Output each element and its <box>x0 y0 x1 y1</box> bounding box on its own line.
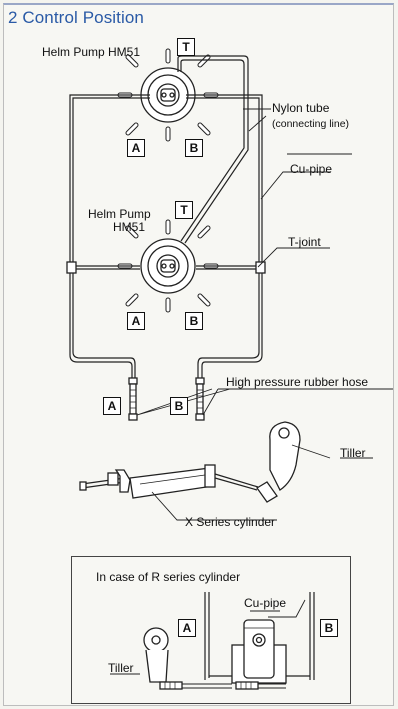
label-helm-pump-mid-2: HM51 <box>113 220 146 234</box>
port-a-mid: A <box>127 312 145 330</box>
port-a-hose: A <box>103 397 121 415</box>
hose-b <box>195 377 205 421</box>
port-a-inset: A <box>178 619 196 637</box>
port-b-inset: B <box>320 619 338 637</box>
label-inset-title: In case of R series cylinder <box>96 570 241 584</box>
label-inset-cu-pipe: Cu-pipe <box>244 596 287 610</box>
t-joint-left <box>66 261 77 274</box>
r-series-cylinder-icon <box>110 592 315 690</box>
label-connecting-line: (connecting line) <box>272 118 350 130</box>
label-tiller: Tiller <box>340 446 366 460</box>
port-b-mid: B <box>185 312 203 330</box>
label-inset-tiller: Tiller <box>108 661 134 675</box>
label-helm-pump-top: Helm Pump HM51 <box>42 45 141 59</box>
label-t-joint: T-joint <box>288 235 321 249</box>
helm-pump-mid-icon <box>117 219 219 313</box>
inset-r-series <box>71 556 351 704</box>
hose-a <box>128 377 138 421</box>
port-t-top: T <box>177 38 195 56</box>
label-hp-hose: High pressure rubber hose <box>226 375 369 389</box>
page-title: 2 Control Position <box>8 8 144 27</box>
nylon-tube <box>180 59 245 242</box>
label-helm-pump-mid-1: Helm Pump <box>88 207 151 221</box>
label-x-cylinder: X Series cylinder <box>185 515 276 529</box>
figure-frame <box>3 3 394 706</box>
tiller-icon <box>256 421 373 503</box>
port-a-top: A <box>127 139 145 157</box>
t-joint-right <box>255 261 266 274</box>
label-nylon-tube: Nylon tube <box>272 101 330 115</box>
cu-pipe-top <box>69 94 263 263</box>
port-t-mid: T <box>175 201 193 219</box>
port-b-top: B <box>185 139 203 157</box>
x-series-cylinder-icon <box>79 464 277 521</box>
port-b-hose: B <box>170 397 188 415</box>
label-cu-pipe: Cu-pipe <box>290 162 333 176</box>
